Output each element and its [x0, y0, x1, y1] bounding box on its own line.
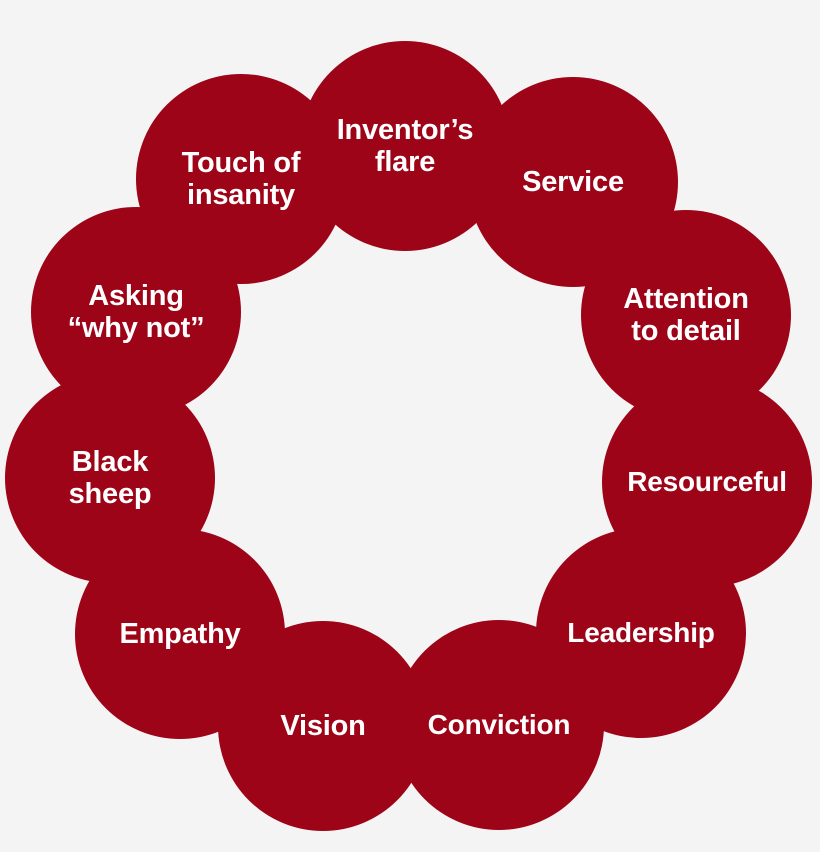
circle-group: [5, 41, 812, 831]
node-label-service: Service: [522, 165, 624, 198]
node-label-touch-insanity: Touch of insanity: [181, 146, 301, 211]
node-inventors-flare[interactable]: Inventor’s flare: [300, 41, 510, 251]
node-label-attention-detail: Attention to detail: [623, 282, 749, 347]
node-service[interactable]: Service: [468, 77, 678, 287]
node-vision[interactable]: Vision: [218, 621, 428, 831]
node-label-asking-why-not: Asking “why not”: [67, 279, 205, 344]
node-attention-detail[interactable]: Attention to detail: [581, 210, 791, 420]
node-label-inventors-flare: Inventor’s flare: [336, 113, 474, 178]
node-label-leadership: Leadership: [567, 617, 715, 649]
node-black-sheep[interactable]: Black sheep: [5, 373, 215, 583]
node-circle-inventors-flare: [300, 41, 510, 251]
node-leadership[interactable]: Leadership: [536, 528, 746, 738]
node-label-empathy: Empathy: [119, 617, 241, 650]
node-label-conviction: Conviction: [427, 709, 571, 741]
node-label-black-sheep: Black sheep: [68, 445, 152, 510]
node-circle-conviction: [394, 620, 604, 830]
node-touch-insanity[interactable]: Touch of insanity: [136, 74, 346, 284]
node-circle-touch-insanity: [136, 74, 346, 284]
node-resourceful[interactable]: Resourceful: [602, 377, 812, 587]
node-empathy[interactable]: Empathy: [75, 529, 285, 739]
node-circle-black-sheep: [5, 373, 215, 583]
node-label-vision: Vision: [280, 709, 366, 742]
node-asking-why-not[interactable]: Asking “why not”: [31, 207, 241, 417]
node-conviction[interactable]: Conviction: [394, 620, 604, 830]
node-label-resourceful: Resourceful: [627, 466, 787, 498]
node-circle-attention-detail: [581, 210, 791, 420]
